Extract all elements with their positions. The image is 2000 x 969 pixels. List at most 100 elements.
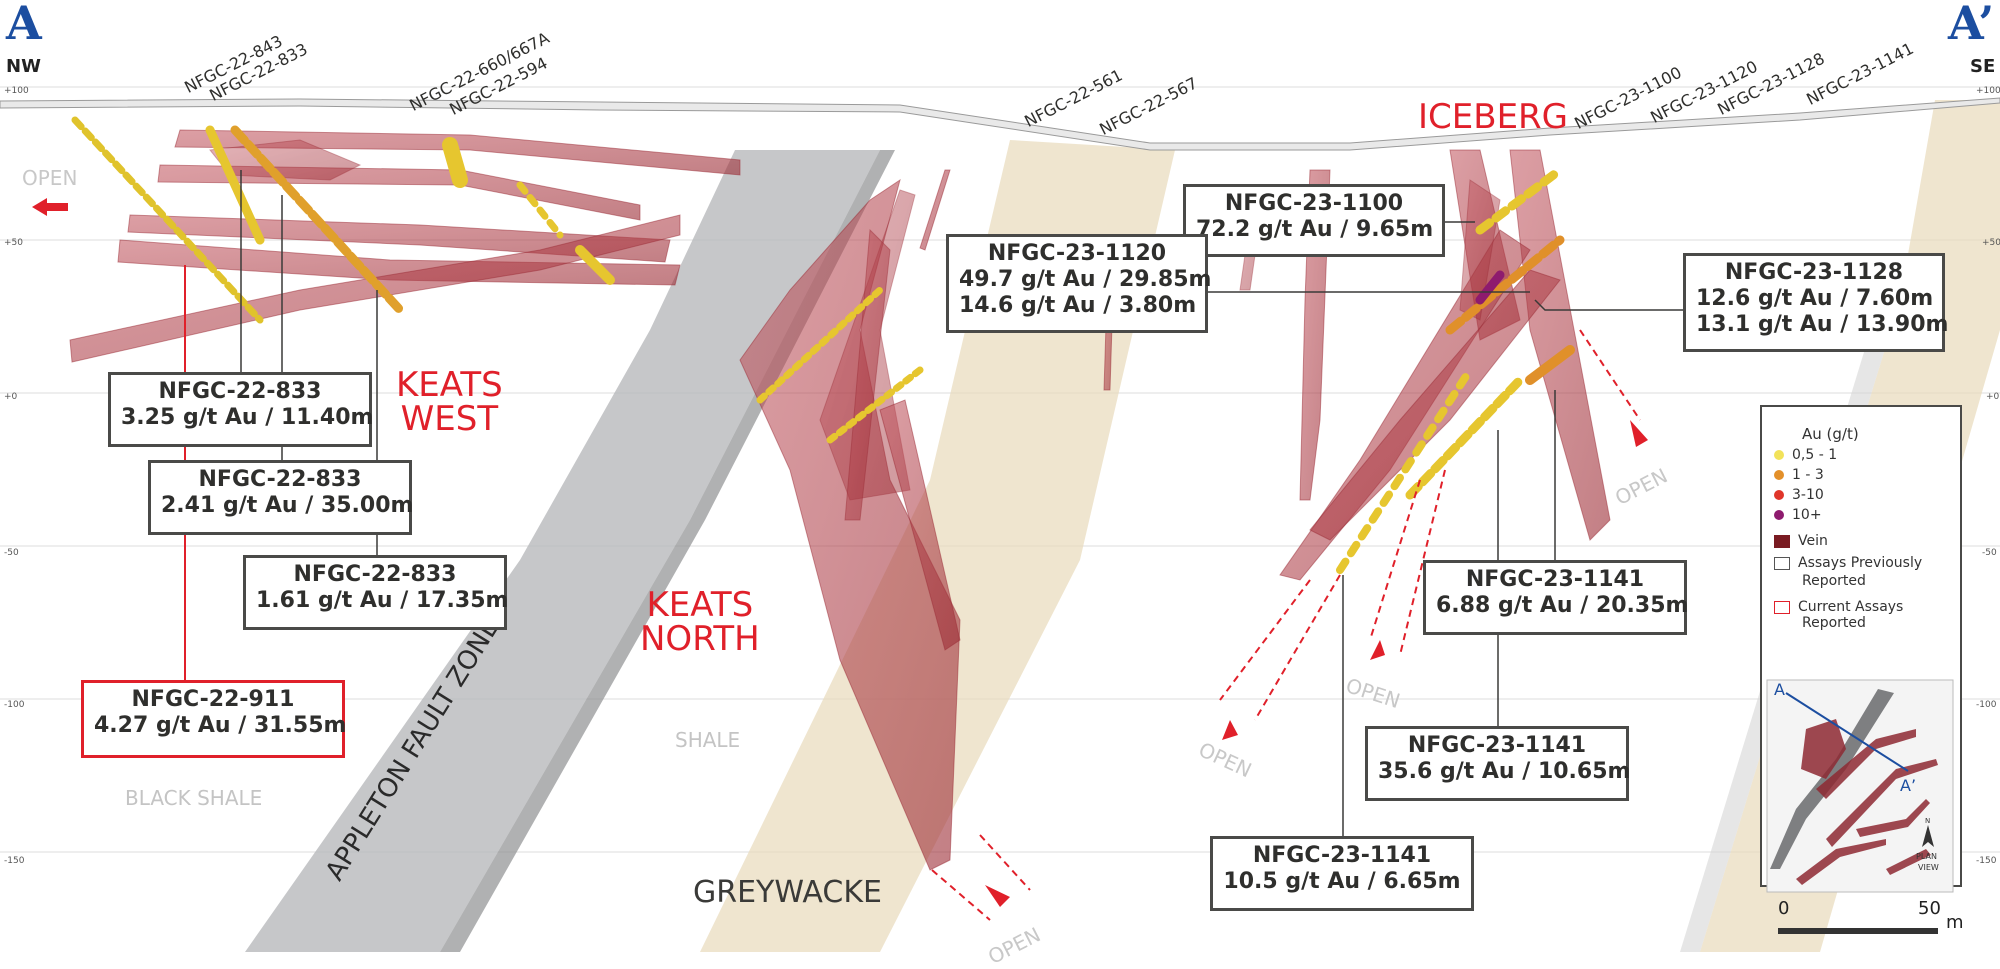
vein [117,239,681,286]
drill-trace [826,366,924,444]
callout-hole: NFGC-23-1128 [1724,260,1904,285]
section-letter-right: A’ [1948,0,1995,50]
assay-callout: NFGC-23-1141 35.6 g/t Au / 10.65m [1365,726,1630,801]
open-dash [1399,469,1446,656]
callout-assay: 6.88 g/t Au / 20.35m [1436,593,1689,618]
callout-hole: NFGC-23-1141 [1407,733,1587,758]
elevation-tick: -50 [4,548,19,558]
legend-item: 1 - 3 [1774,465,1824,485]
callout-assay: 12.6 g/t Au / 7.60m [1696,286,1934,311]
previous-assay-swatch-icon [1774,556,1790,570]
plan-label-a: A [1774,680,1785,699]
callout-hole: NFGC-22-911 [131,687,295,712]
vein [127,214,671,263]
assay-callout: NFGC-23-1128 12.6 g/t Au / 7.60m 13.1 g/… [1683,253,1948,352]
legend-label: Reported [1802,573,1866,589]
assay-callout: NFGC-23-1120 49.7 g/t Au / 29.85m 14.6 g… [946,234,1212,333]
plan-label-a-prime: A’ [1900,776,1916,795]
vein [1509,149,1611,541]
callout-assay: 1.61 g/t Au / 17.35m [256,588,509,613]
open-arrow-icon [1222,720,1238,740]
plan-caption: VIEW [1918,863,1939,872]
open-arrow-icon [32,198,68,216]
callout-assay: 3.25 g/t Au / 11.40m [121,405,374,430]
drill-trace [71,116,264,324]
legend-label: 10+ [1792,507,1822,523]
legend-item: 3-10 [1774,485,1824,505]
elevation-tick: -100 [4,700,25,710]
current-assay-swatch-icon [1774,600,1790,614]
elevation-tick: +100 [4,86,29,96]
legend-item: Vein [1774,531,1828,551]
zone-label-keats-north: KEATS NORTH [640,588,760,656]
elevation-tick: +0 [4,392,18,402]
drill-trace [756,286,884,404]
plan-caption: PLAN [1916,852,1937,861]
veins-keats-north [739,169,1115,871]
scale-end: 50 [1918,898,1941,919]
callout-hole: NFGC-23-1141 [1465,567,1645,592]
assay-callout: NFGC-22-833 2.41 g/t Au / 35.00m [148,460,414,535]
legend-label: Current Assays [1798,599,1904,615]
vein [1309,269,1561,541]
zone-label-keats-west: KEATS WEST [396,368,503,436]
callout-assay: 10.5 g/t Au / 6.65m [1223,869,1461,894]
plan-section-line [1785,692,1909,772]
zone-label-line: WEST [400,399,499,439]
open-dash [1254,574,1341,721]
callout-hole: NFGC-23-1100 [1224,191,1404,216]
lithology-label-black-shale: BLACK SHALE [125,786,263,810]
drill-trace [1445,235,1565,335]
legend-label: Reported [1802,615,1866,631]
drill-trace [1405,375,1525,500]
vein [919,169,951,251]
callout-hole: NFGC-22-833 [293,562,457,587]
legend-item: Current Assays [1774,597,1903,617]
open-dash [931,869,991,921]
assay-callout: NFGC-23-1141 10.5 g/t Au / 6.65m [1210,836,1474,911]
zone-label-line: KEATS [646,585,754,625]
callout-hole: NFGC-22-833 [158,379,322,404]
grade-dot-icon [1774,510,1784,520]
elevation-tick: -100 [1976,700,1997,710]
scale-unit: m [1946,912,1964,933]
legend-title: Au (g/t) [1802,425,1859,443]
zone-label-iceberg: ICEBERG [1418,97,1569,137]
assay-callout: NFGC-23-1141 6.88 g/t Au / 20.35m [1423,560,1689,635]
plan-view-inset: A A’ N PLAN VIEW [1766,679,1954,893]
assay-callout: NFGC-22-833 1.61 g/t Au / 17.35m [243,555,509,630]
callout-assay: 49.7 g/t Au / 29.85m [959,267,1212,292]
plan-veins [1796,719,1938,885]
assay-callout: NFGC-22-833 3.25 g/t Au / 11.40m [108,372,374,447]
vein-swatch-icon [1774,534,1790,548]
lithology-label-greywacke: GREYWACKE [693,875,882,910]
elevation-tick: -150 [4,856,25,866]
elevation-tick: -50 [1982,548,1997,558]
elevation-tick: +50 [1982,238,2000,248]
open-dash [1219,579,1311,701]
scale-bar-line [1778,928,1938,934]
drill-trace [1336,366,1474,574]
callout-assay: 2.41 g/t Au / 35.00m [161,493,414,518]
legend-item: Assays Previously [1774,553,1922,573]
vein [879,399,961,651]
plan-north-label: N [1925,817,1930,825]
callout-assay: 4.27 g/t Au / 31.55m [94,713,347,738]
callout-assay: 72.2 g/t Au / 9.65m [1196,217,1434,242]
legend-label: 3-10 [1792,487,1824,503]
drill-trace [1525,345,1575,385]
legend-label: 1 - 3 [1792,467,1824,483]
open-arrow-icon [985,885,1010,907]
drill-trace [575,245,615,285]
drill-traces [71,116,1575,574]
zone-label-line: NORTH [640,619,760,659]
north-arrow-icon [1922,825,1934,847]
drill-trace [1475,270,1505,305]
callout-assay: 14.6 g/t Au / 3.80m [959,293,1197,318]
grade-dot-icon [1774,450,1784,460]
open-arrow-icon [1370,640,1385,660]
legend-item: 10+ [1774,505,1822,525]
elevation-tick: +100 [1976,86,2000,96]
open-extension-arrows [32,198,1648,921]
open-dash [1579,329,1641,421]
